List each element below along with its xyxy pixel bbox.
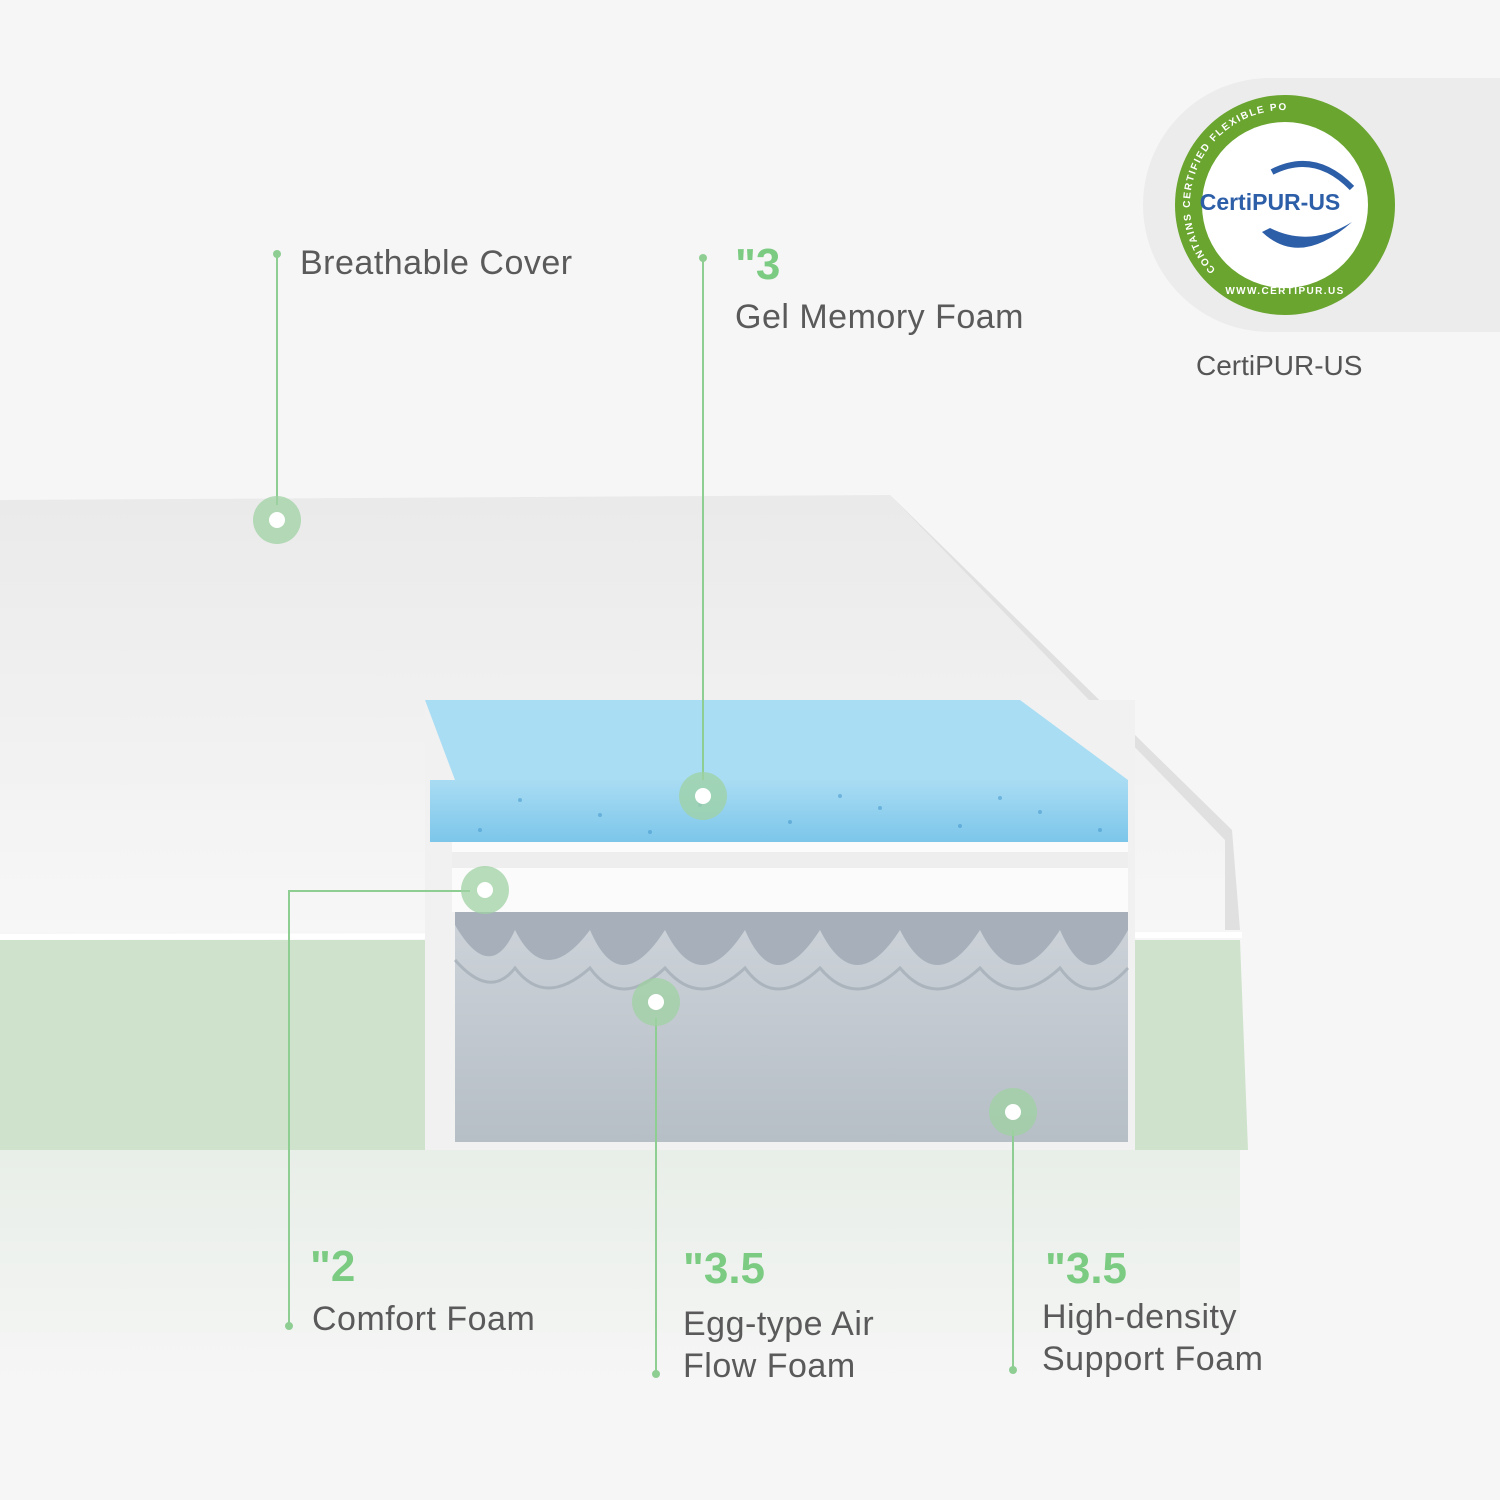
gel-size: "3 [735,240,781,289]
gel-foam-top [425,700,1128,780]
callout-lines [276,254,1014,1374]
eggcrate-foam [455,912,1128,965]
eggcrate-label-line2: Flow Foam [683,1347,856,1385]
eggcrate-label-line1: Egg-type Air [683,1305,875,1343]
eggcrate-marker [632,978,680,1026]
seal-inner [1202,122,1368,288]
seal-ring-text: CONTAINS CERTIFIED FLEXIBLE POLYURETHANE… [0,0,1288,275]
mattress [0,495,1248,1390]
eggcrate-lower [453,959,1130,991]
comfort-size: "2 [310,1242,356,1291]
seal-url-text: WWW.CERTIPUR.US [1225,286,1344,297]
comfort-marker [461,866,509,914]
callout-endpoints [273,250,1017,1378]
support-label-line1: High-density [1042,1298,1237,1336]
gel-speckles [478,794,1102,834]
support-label-line2: Support Foam [1042,1340,1264,1378]
cover-label: Breathable Cover [300,244,573,282]
comfort-label: Comfort Foam [312,1300,536,1338]
eggcrate-size: "3.5 [683,1244,766,1293]
cover-marker [253,496,301,544]
gel-marker [679,772,727,820]
seal-logo-text: CertiPUR-US [1200,189,1341,215]
support-size: "3.5 [1045,1244,1128,1293]
seal-swoosh [1262,222,1352,248]
certipur-caption: CertiPUR-US [1196,350,1363,381]
comfort-foam-shade [452,852,1128,868]
comfort-leader [288,890,470,1325]
support-marker [989,1088,1037,1136]
floor-reflection [0,1150,1240,1390]
gel-foam-front [430,780,1128,842]
seal-swoosh-2 [1270,161,1355,191]
callout-markers [253,496,1037,1136]
gel-label: Gel Memory Foam [735,298,1024,336]
